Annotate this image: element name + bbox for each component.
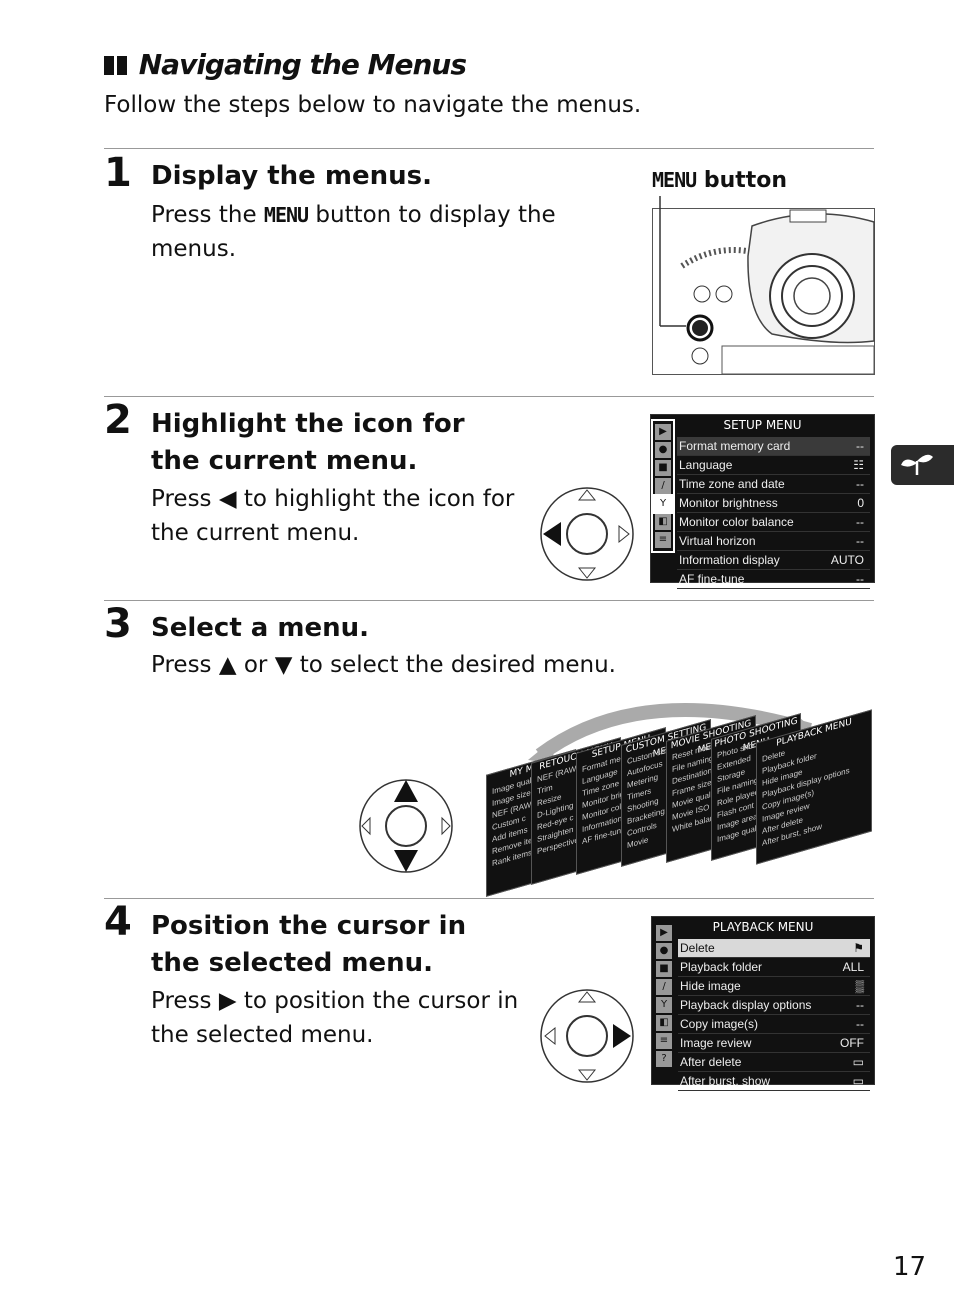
menu-header: PLAYBACK MENU (712, 920, 814, 934)
pencil-icon: / (655, 478, 671, 494)
menu-row[interactable]: Playback display options-- (678, 996, 870, 1015)
camera-label: MENU button (652, 168, 788, 193)
menu-rows: Format memory card-- Language☷ Time zone… (677, 437, 870, 589)
menu-row[interactable]: AF fine-tune-- (677, 570, 870, 589)
multi-selector-left-illustration (540, 487, 634, 581)
step-body: Press ▲ or ▼ to select the desired menu. (151, 652, 616, 678)
bullet-square-icon (117, 56, 127, 75)
menu-row[interactable]: After delete▭ (678, 1053, 870, 1072)
multi-selector-down-icon: ▼ (274, 652, 293, 678)
movie-icon: ■ (655, 460, 671, 476)
menu-icon-column: ▶ ● ■ / Y ◧ ≡ ? (654, 923, 674, 1069)
step-title: Select a menu. (151, 613, 370, 643)
multi-selector-updown-illustration (359, 779, 453, 873)
menu-row[interactable]: Language☷ (677, 456, 870, 475)
my-menu-icon: ≡ (655, 532, 671, 548)
multi-selector-up-icon: ▲ (218, 652, 237, 678)
movie-icon: ■ (656, 961, 672, 977)
menu-row[interactable]: Format memory card-- (677, 437, 870, 456)
wrench-icon: Y (656, 997, 672, 1013)
retouch-icon: ◧ (655, 514, 671, 530)
page-number: 17 (893, 1252, 927, 1282)
step-number: 1 (104, 150, 132, 196)
divider (104, 396, 874, 397)
step-title: Display the menus. (151, 161, 432, 191)
camera-icon: ● (656, 943, 672, 959)
menu-header: SETUP MENU (723, 418, 802, 432)
menu-icon-column: ▶ ● ■ / Y ◧ ≡ (651, 419, 675, 553)
menu-row[interactable]: Copy image(s)-- (678, 1015, 870, 1034)
retouch-icon: ◧ (656, 1015, 672, 1031)
section-title: Navigating the Menus (104, 48, 467, 81)
step-number: 3 (104, 601, 132, 647)
my-menu-icon: ≡ (656, 1033, 672, 1049)
setup-menu-screen: SETUP MENU ▶ ● ■ / Y ◧ ≡ Format memory c… (650, 414, 875, 589)
step-title: Highlight the icon for the current menu. (151, 409, 465, 476)
playback-menu-screen: PLAYBACK MENU ▶ ● ■ / Y ◧ ≡ ? Delete⚑ Pl… (651, 916, 875, 1091)
sprout-icon (901, 454, 933, 475)
menu-row[interactable]: Virtual horizon-- (677, 532, 870, 551)
playback-icon: ▶ (656, 925, 672, 941)
menu-button-glyph: MENU (263, 203, 309, 227)
step-body: Press ◀ to highlight the icon for the cu… (151, 486, 515, 546)
camera-back-illustration (652, 196, 875, 375)
help-icon: ? (656, 1051, 672, 1067)
multi-selector-right-illustration (540, 989, 634, 1083)
pencil-icon: / (656, 979, 672, 995)
menu-row[interactable]: Hide image▒ (678, 977, 870, 996)
playback-icon: ▶ (655, 424, 671, 440)
step-body: Press ▶ to position the cursor in the se… (151, 988, 519, 1048)
bullet-square-icon (104, 56, 114, 75)
divider (104, 898, 874, 899)
wrench-icon: Y (653, 494, 673, 514)
chapter-tab (891, 445, 954, 485)
multi-selector-left-icon: ◀ (218, 486, 237, 512)
step-body: Press the MENU button to display the men… (151, 202, 556, 262)
menu-row[interactable]: Time zone and date-- (677, 475, 870, 494)
camera-icon: ● (655, 442, 671, 458)
menu-row[interactable]: Monitor color balance-- (677, 513, 870, 532)
step-title: Position the cursor in the selected menu… (151, 911, 467, 978)
step-number: 4 (104, 899, 132, 945)
step-number: 2 (104, 397, 132, 443)
section-intro: Follow the steps below to navigate the m… (104, 92, 642, 118)
divider (104, 600, 874, 601)
divider (104, 148, 874, 149)
menu-row[interactable]: Delete⚑ (678, 939, 870, 958)
multi-selector-right-icon: ▶ (218, 988, 237, 1014)
menu-row[interactable]: After burst, show▭ (678, 1072, 870, 1091)
